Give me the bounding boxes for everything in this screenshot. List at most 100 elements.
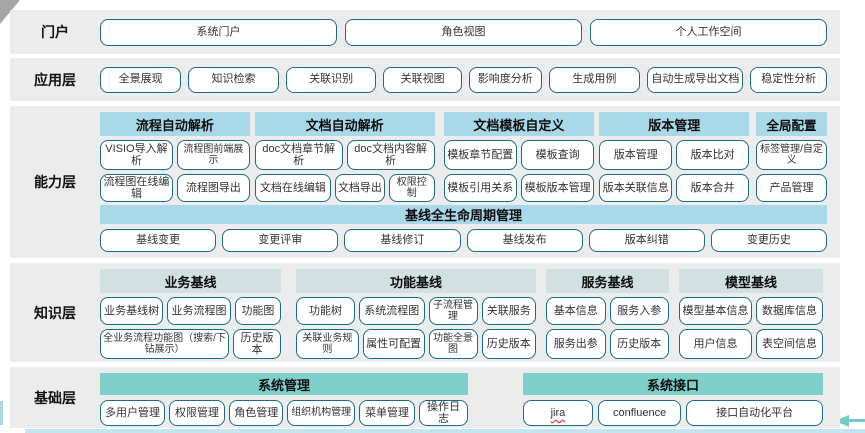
module-button: 模板版本管理: [520, 174, 595, 202]
module-button: 影响度分析: [468, 66, 542, 93]
layer-label-foundation: 基础层: [34, 389, 76, 406]
module-button: 基线发布: [466, 229, 583, 252]
module-button: 文档导出: [334, 174, 385, 202]
module-button: 功能全景图: [428, 329, 478, 359]
group-global-config: 全局配置 标签管理/自定义 产品管理: [756, 112, 827, 202]
module-button: 流程图在线编辑: [100, 174, 173, 202]
group-version-management: 版本管理 版本管理 版本比对 版本关联信息 版本合并: [599, 112, 750, 202]
group-baseline-lifecycle-header: 基线全生命周期管理: [100, 205, 827, 225]
module-button: 系统门户: [100, 18, 337, 46]
left-arrow-tail: [848, 419, 865, 422]
layer-knowledge: 知识层 业务基线 业务基线树 业务流程图 功能图 全业务流程功能图（搜索/下钻展…: [10, 263, 840, 362]
layer-label-portal: 门户: [41, 24, 69, 40]
module-button: 版本纠错: [588, 229, 705, 252]
module-button: 模型基本信息: [679, 297, 753, 325]
group-header: 全局配置: [756, 112, 827, 136]
module-button: 多用户管理: [100, 400, 165, 426]
module-button: 模板引用关系: [443, 174, 517, 202]
group-doc-template-custom: 文档模板自定义 模板章节配置 模板查询 模板引用关系 模板版本管理: [443, 112, 595, 202]
module-button: 权限控制: [388, 174, 435, 202]
module-button: 版本管理: [599, 140, 673, 170]
module-button: 关联识别: [285, 66, 377, 93]
module-button: 版本合并: [676, 174, 750, 202]
module-button: 模板查询: [520, 140, 595, 170]
module-button: 操作日志: [419, 400, 468, 426]
module-button: 历史版本: [609, 329, 669, 359]
group-header: 流程自动解析: [100, 112, 250, 136]
module-button: 功能图: [234, 297, 281, 325]
module-button: VISIO导入解析: [100, 140, 173, 170]
module-button: 服务入参: [609, 297, 669, 325]
module-button: 历史版本: [481, 329, 536, 359]
module-button: 流程图导出: [176, 174, 250, 202]
jira-label: jira: [550, 406, 566, 419]
group-header: 模型基线: [679, 269, 823, 293]
module-button: 用户信息: [679, 329, 753, 359]
module-button: 系统流程图: [359, 297, 425, 325]
group-function-baseline: 功能基线 功能树 系统流程图 子流程管理 关联服务 关联业务规则 属性可配置 功…: [296, 269, 537, 359]
module-button: 业务基线树: [100, 297, 164, 325]
layer-label-capability: 能力层: [34, 174, 76, 190]
group-header: 服务基线: [546, 269, 669, 293]
layer-portal: 门户 系统门户 角色视图 个人工作空间: [10, 10, 840, 54]
module-button: 基线变更: [100, 229, 217, 252]
module-button: 属性可配置: [362, 329, 425, 359]
module-button: 产品管理: [756, 174, 827, 202]
module-button: doc文档章节解析: [254, 140, 343, 170]
module-button: 基本信息: [546, 297, 606, 325]
layer-foundation: 基础层 系统管理 多用户管理 权限管理 角色管理 组织机构管理 菜单管理 操作日…: [10, 367, 840, 428]
layer-label-knowledge: 知识层: [34, 304, 76, 321]
module-button: 关联业务规则: [296, 329, 359, 359]
module-button: 稳定性分析: [750, 66, 827, 93]
module-button: 历史版本: [233, 329, 281, 359]
group-header: 文档模板自定义: [443, 112, 595, 136]
layer-capability: 能力层 流程自动解析 VISIO导入解析 流程图前端展示 流程图在线编辑 流程图…: [10, 106, 840, 258]
layer-application: 应用层 全景展现 知识检索 关联识别 关联视图 影响度分析 生成用例 自动生成导…: [10, 58, 840, 101]
module-button: 功能树: [296, 297, 356, 325]
module-button: 全业务流程功能图（搜索/下钻展示）: [100, 329, 230, 359]
module-button: 标签管理/自定义: [756, 140, 827, 170]
group-header: 系统接口: [523, 373, 823, 395]
module-button: 知识检索: [188, 66, 279, 93]
group-system-interface: 系统接口 jira confluence 接口自动化平台: [523, 373, 823, 426]
module-button: 接口自动化平台: [686, 400, 823, 426]
module-button: 子流程管理: [428, 297, 478, 325]
module-button: 关联服务: [481, 297, 537, 325]
module-button: 流程图前端展示: [176, 140, 250, 170]
module-button: 组织机构管理: [287, 400, 356, 426]
module-button: 版本关联信息: [599, 174, 673, 202]
group-header: 功能基线: [296, 269, 536, 293]
module-button: 数据库信息: [756, 297, 823, 325]
group-doc-auto-parse: 文档自动解析 doc文档章节解析 doc文档内容解析 文档在线编辑 文档导出 权…: [254, 112, 435, 202]
bottom-accent-line: [25, 429, 865, 433]
module-button: 模板章节配置: [443, 140, 517, 170]
module-button: 业务流程图: [167, 297, 231, 325]
module-button: 自动生成导出文档: [647, 66, 744, 93]
group-service-baseline: 服务基线 基本信息 服务入参 服务出参 历史版本: [546, 269, 669, 359]
module-button: 变更历史: [710, 229, 828, 252]
group-process-auto-parse: 流程自动解析 VISIO导入解析 流程图前端展示 流程图在线编辑 流程图导出: [100, 112, 250, 202]
module-button: 角色管理: [229, 400, 284, 426]
module-button: 菜单管理: [359, 400, 416, 426]
group-business-baseline: 业务基线 业务基线树 业务流程图 功能图 全业务流程功能图（搜索/下钻展示） 历…: [100, 269, 281, 359]
group-header: 业务基线: [100, 269, 281, 293]
module-button: 基线修订: [344, 229, 461, 252]
group-system-management: 系统管理 多用户管理 权限管理 角色管理 组织机构管理 菜单管理 操作日志: [100, 373, 468, 426]
layer-label-application: 应用层: [34, 71, 76, 88]
module-button: 表空间信息: [756, 329, 823, 359]
module-button: doc文档内容解析: [346, 140, 435, 170]
module-button: 关联视图: [383, 66, 462, 93]
module-button: jira: [523, 400, 593, 426]
module-button: 变更评审: [222, 229, 339, 252]
module-button: 生成用例: [548, 66, 641, 93]
module-button: 版本比对: [676, 140, 750, 170]
group-header: 文档自动解析: [254, 112, 435, 136]
group-model-baseline: 模型基线 模型基本信息 数据库信息 用户信息 表空间信息: [679, 269, 823, 359]
module-button: 个人工作空间: [590, 18, 827, 46]
module-button: 权限管理: [169, 400, 226, 426]
group-header: 系统管理: [100, 373, 468, 395]
group-header: 版本管理: [599, 112, 750, 136]
left-accent-line: [0, 401, 3, 425]
module-button: confluence: [597, 400, 682, 426]
module-button: 角色视图: [345, 18, 582, 46]
